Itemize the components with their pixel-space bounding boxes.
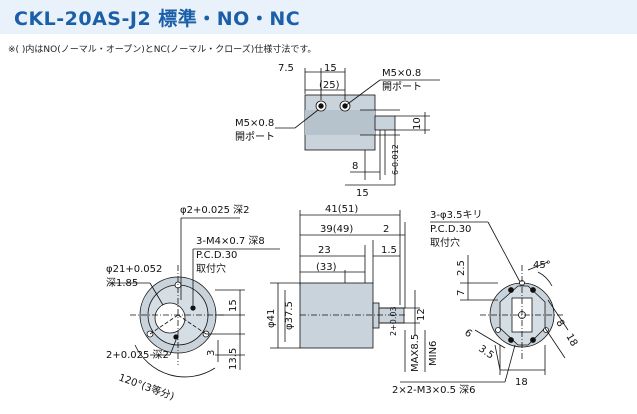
m4-note-1: 3-M4×0.7 深8 xyxy=(196,235,265,247)
hole-note-2: P.C.D.30 xyxy=(430,224,471,235)
bore-note-2: 2+0.025 深2 xyxy=(106,349,169,361)
dim-7: 7 xyxy=(456,290,467,296)
side-view-body xyxy=(299,282,374,349)
m4-note-3: 取付穴 xyxy=(196,262,226,275)
dim-3-5: 3.5 xyxy=(476,343,495,361)
dim-18-side: 18 xyxy=(563,332,579,349)
top-view xyxy=(275,68,440,186)
dim-10: 10 xyxy=(412,117,423,130)
side-view xyxy=(270,210,426,372)
dim-15-top: 15 xyxy=(324,63,337,74)
port-label-right: M5×0.8 xyxy=(382,68,421,79)
port-label-right-2: 開ポート xyxy=(382,81,422,93)
port-label-left: M5×0.8 xyxy=(235,118,274,129)
dim-23: 23 xyxy=(318,245,331,256)
page-title: CKL-20AS-J2 標準・NO・NC xyxy=(14,8,301,30)
dim-max: MAX8.5 xyxy=(410,334,421,372)
dim-41: 41(51) xyxy=(325,204,358,215)
dim-phi37-5: φ37.5 xyxy=(284,301,295,330)
phi21-note-1: φ21+0.052 xyxy=(106,264,162,275)
dim-15-left: 15 xyxy=(228,299,239,312)
dim-8-right: 8 xyxy=(553,318,566,329)
dim-3: 3 xyxy=(206,350,217,356)
phi21-note-2: 深1.85 xyxy=(106,277,138,289)
dim-45: 45° xyxy=(533,260,551,271)
dim-39: 39(49) xyxy=(320,224,353,235)
dim-min: MIN6 xyxy=(428,341,439,366)
dim-33: (33) xyxy=(316,262,337,273)
thread-note: 2×2-M3×0.5 深6 xyxy=(392,384,476,396)
dim-25: (25) xyxy=(319,80,340,91)
top-view-shaft xyxy=(374,115,396,131)
m4-note-2: P.C.D.30 xyxy=(196,250,237,261)
bore-note: φ2+0.025 深2 xyxy=(180,204,250,216)
title-bar xyxy=(0,0,637,34)
angle-note: 120°(3等分) xyxy=(117,371,176,403)
dim-6-right: 6 xyxy=(462,327,474,340)
dim-6-shaft: 6-0.012 xyxy=(391,144,400,175)
dim-12: 12 xyxy=(416,308,427,321)
spec-note: ※( )内はNO(ノーマル・オープン)とNC(ノーマル・クローズ)仕様寸法です。 xyxy=(8,45,317,55)
dim-8: 8 xyxy=(352,161,358,172)
dim-2-5: 2.5 xyxy=(456,260,467,276)
left-view xyxy=(108,217,280,378)
port-label-left-2: 開ポート xyxy=(235,131,275,143)
dim-18-bottom: 18 xyxy=(515,377,528,388)
dim-15-bottom: 15 xyxy=(356,188,369,199)
dim-13-5: 13.5 xyxy=(228,348,239,370)
dim-2-top: 2 xyxy=(383,224,389,235)
dim-phi41: φ41 xyxy=(266,309,277,328)
dim-2-pin: 2+0.03 xyxy=(389,306,398,336)
hole-note-1: 3-φ3.5キリ xyxy=(430,210,482,221)
dim-1-5: 1.5 xyxy=(381,245,397,256)
dim-7-5: 7.5 xyxy=(278,63,294,74)
hole-note-3: 取付穴 xyxy=(430,236,460,249)
right-view xyxy=(400,221,569,383)
